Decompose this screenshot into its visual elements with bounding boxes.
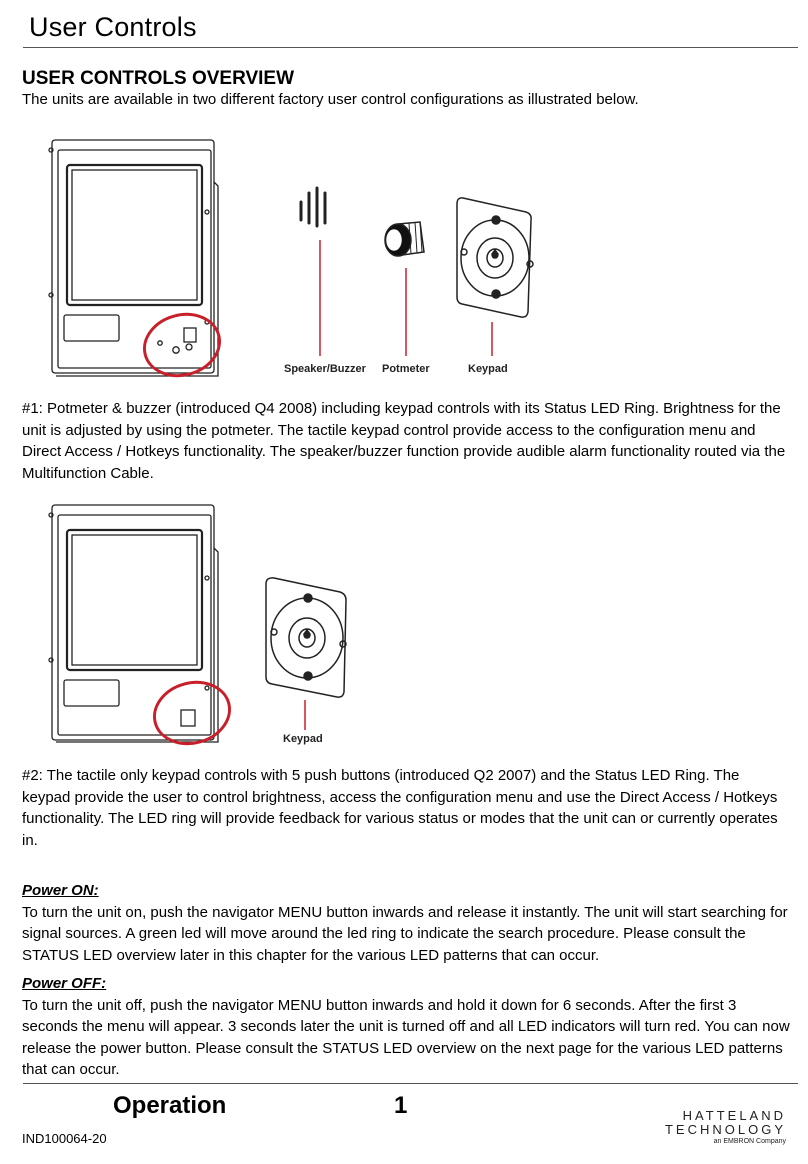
keypad-illustration: [456, 197, 534, 318]
footer-section-name: Operation: [113, 1092, 227, 1119]
config-1-description: #1: Potmeter & buzzer (introduced Q4 200…: [22, 398, 790, 484]
page-number: 1: [394, 1092, 408, 1119]
potmeter-label: Potmeter: [382, 363, 430, 375]
power-on-heading: Power ON:: [22, 882, 99, 899]
keypad-label-2: Keypad: [283, 733, 323, 745]
header-divider: [23, 47, 798, 48]
power-off-section: Power OFF: To turn the unit off, push th…: [22, 973, 790, 1081]
page-header-title: User Controls: [29, 12, 197, 42]
brand-name-line1: HATTELAND: [682, 1108, 786, 1123]
config-2-description: #2: The tactile only keypad controls wit…: [22, 765, 790, 851]
brand-logo: HATTELAND TECHNOLOGY an EMBRON Company: [665, 1109, 786, 1147]
brand-tagline: an EMBRON Company: [713, 1138, 786, 1145]
document-id: IND100064-20: [22, 1131, 107, 1146]
keypad-illustration-2: [265, 577, 347, 698]
section-intro: The units are available in two different…: [22, 91, 639, 108]
keypad-label: Keypad: [468, 363, 508, 375]
display-unit-illustration: [48, 139, 219, 377]
brand-name-line2: TECHNOLOGY: [664, 1122, 786, 1137]
config-1-text: #1: Potmeter & buzzer (introduced Q4 200…: [22, 400, 786, 482]
footer-divider: [23, 1083, 798, 1084]
power-on-text: To turn the unit on, push the navigator …: [22, 903, 788, 964]
callout-ellipse-2: [152, 680, 232, 746]
power-on-section: Power ON: To turn the unit on, push the …: [22, 880, 790, 966]
callout-ellipse: [142, 312, 222, 378]
potmeter-illustration: [384, 221, 425, 257]
display-unit-illustration-2: [48, 504, 219, 743]
power-off-text: To turn the unit off, push the navigator…: [22, 996, 790, 1079]
speaker-buzzer-illustration: [299, 186, 327, 228]
speaker-buzzer-label: Speaker/Buzzer: [284, 363, 366, 375]
power-off-heading: Power OFF:: [22, 975, 107, 992]
section-title: USER CONTROLS OVERVIEW: [22, 68, 295, 89]
config-2-text: #2: The tactile only keypad controls wit…: [22, 767, 778, 849]
